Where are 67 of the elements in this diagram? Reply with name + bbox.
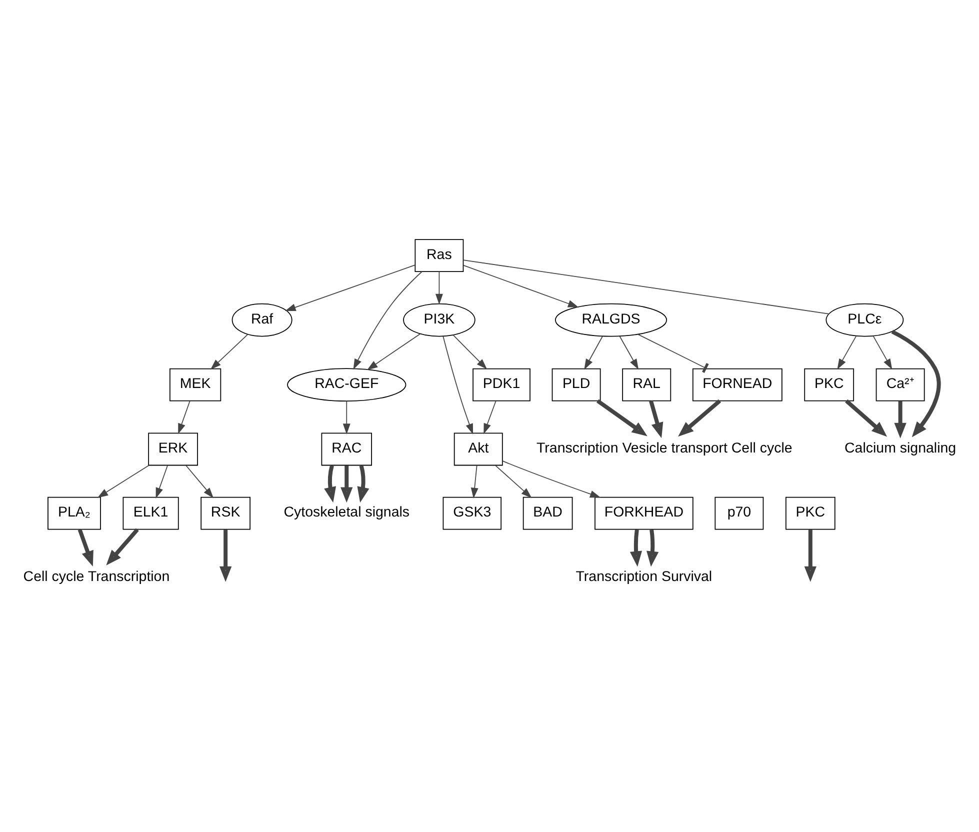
arrow [435, 270, 443, 304]
arrow [619, 336, 639, 370]
node-box: Akt [454, 432, 503, 466]
arrow [630, 528, 642, 566]
arrow [678, 398, 722, 436]
connector [462, 259, 830, 314]
node-text: Cell cycle Transcription [23, 568, 170, 584]
node-box: MEK [169, 368, 222, 401]
arrow [78, 528, 94, 566]
arrow [596, 398, 648, 436]
arrow [219, 529, 232, 582]
arrow [845, 398, 888, 436]
arrow [324, 464, 336, 502]
arrow [156, 464, 168, 498]
arrow [584, 336, 603, 370]
arrow [894, 400, 906, 438]
node-box: ERK [148, 432, 198, 466]
arrow [837, 335, 857, 370]
arrow [178, 400, 190, 434]
arrow [470, 464, 478, 498]
arrow [340, 465, 353, 502]
node-box: RAC [321, 432, 372, 466]
arrow [872, 335, 892, 370]
arrow [357, 464, 370, 502]
arrow [285, 264, 416, 310]
node-box: GSK3 [442, 496, 502, 530]
arrow [366, 333, 420, 370]
arrow [484, 400, 496, 434]
node-box: RAL [622, 368, 672, 401]
node-text: Transcription Vesicle transport Cell cycle [536, 440, 792, 456]
node-text: Calcium signaling [844, 440, 956, 456]
node-ellipse: Raf [232, 302, 292, 336]
arrow [502, 460, 601, 498]
arrow [442, 335, 474, 434]
arrow [649, 400, 664, 438]
arrow [646, 528, 659, 566]
node-box: BAD [522, 496, 573, 530]
node-text: Transcription Survival [576, 568, 712, 584]
arrow [210, 334, 248, 370]
node-box: PKC [804, 368, 854, 401]
node-ellipse: RALGDS [554, 302, 668, 336]
connector [638, 333, 709, 372]
node-ellipse: PLCε [826, 302, 904, 336]
node-ellipse: RAC-GEF [287, 368, 406, 401]
node-box: RSK [200, 496, 250, 530]
node-box: PDK1 [472, 368, 530, 401]
node-box: PKC [785, 496, 836, 530]
node-box: Ca²⁺ [876, 368, 925, 401]
arrow [891, 329, 941, 437]
node-box: Ras [414, 238, 464, 272]
arrow [804, 529, 816, 582]
node-text: Cytoskeletal signals [284, 504, 410, 520]
node-box: PLA₂ [48, 496, 101, 530]
node-box: p70 [714, 496, 764, 530]
node-box: PLD [552, 368, 601, 401]
arrow [186, 464, 214, 498]
arrow [106, 528, 139, 565]
arrow [463, 264, 579, 307]
arrow [495, 464, 532, 498]
arrow [452, 334, 488, 369]
arrow [353, 270, 422, 370]
node-box: FORKHEAD [594, 496, 694, 530]
node-ellipse: PI3K [403, 302, 476, 336]
node-box: FORNEAD [692, 368, 782, 401]
arrow [97, 464, 150, 498]
arrow [342, 400, 350, 434]
node-box: ELK1 [122, 496, 179, 530]
